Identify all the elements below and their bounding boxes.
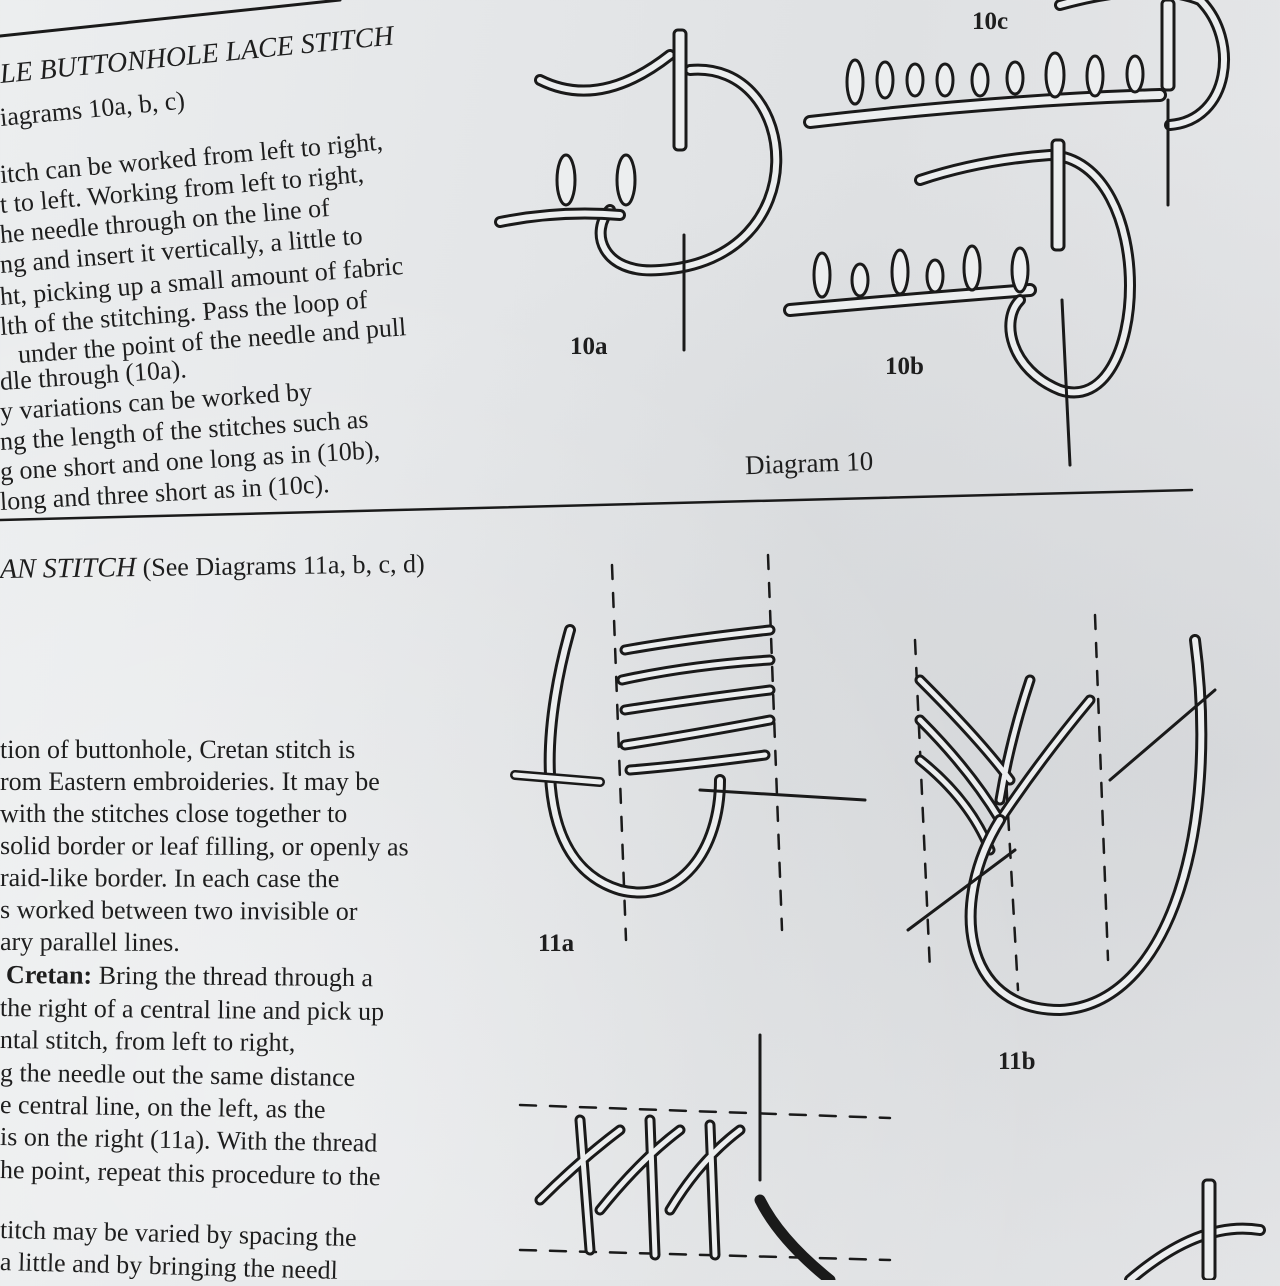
- section-divider: [0, 488, 1194, 522]
- body-line: rom Eastern embroideries. It may be: [0, 767, 380, 796]
- body-line: g the needle out the same distance: [0, 1058, 356, 1092]
- label-10a: 10a: [570, 333, 608, 360]
- diagram-10-caption: Diagram 10: [744, 445, 874, 481]
- diagram-11c: [518, 1033, 892, 1280]
- body-line: raid-like border. In each case the: [0, 863, 340, 894]
- body-line: s worked between two invisible or: [0, 895, 358, 926]
- section-heading-cretan: AN STITCH (See Diagrams 11a, b, c, d): [0, 549, 425, 585]
- label-10b: 10b: [885, 353, 924, 380]
- body-line: the right of a central line and pick up: [0, 993, 385, 1027]
- body-line: solid border or leaf filling, or openly …: [0, 831, 409, 862]
- diagram-11b: [906, 613, 1217, 1017]
- body-line: ntal stitch, from left to right,: [0, 1025, 296, 1058]
- cretan-label: Cretan:: [5, 960, 93, 990]
- body-line: Cretan: Bring the thread through a: [6, 960, 373, 993]
- body-line: e central line, on the left, as the: [0, 1090, 326, 1125]
- diagram-11a: [510, 553, 867, 942]
- heading-reference: (See Diagrams 11a, b, c, d): [135, 549, 425, 583]
- label-10c: 10c: [972, 8, 1009, 35]
- top-rule: [0, 0, 342, 38]
- diagram-10b: [783, 138, 1136, 467]
- body-text: Bring the thread through a: [92, 960, 374, 993]
- diagram-10c: [803, 0, 1230, 207]
- label-11b: 11b: [998, 1048, 1036, 1075]
- label-11a: 11a: [538, 930, 575, 957]
- body-line: tion of buttonhole, Cretan stitch is: [0, 735, 356, 764]
- body-line: ary parallel lines.: [0, 927, 180, 957]
- diagram-10a: [494, 28, 783, 352]
- diagram-11d: [1124, 1178, 1266, 1280]
- heading-italic: AN STITCH: [0, 552, 137, 585]
- body-line: with the stitches close together to: [0, 799, 348, 828]
